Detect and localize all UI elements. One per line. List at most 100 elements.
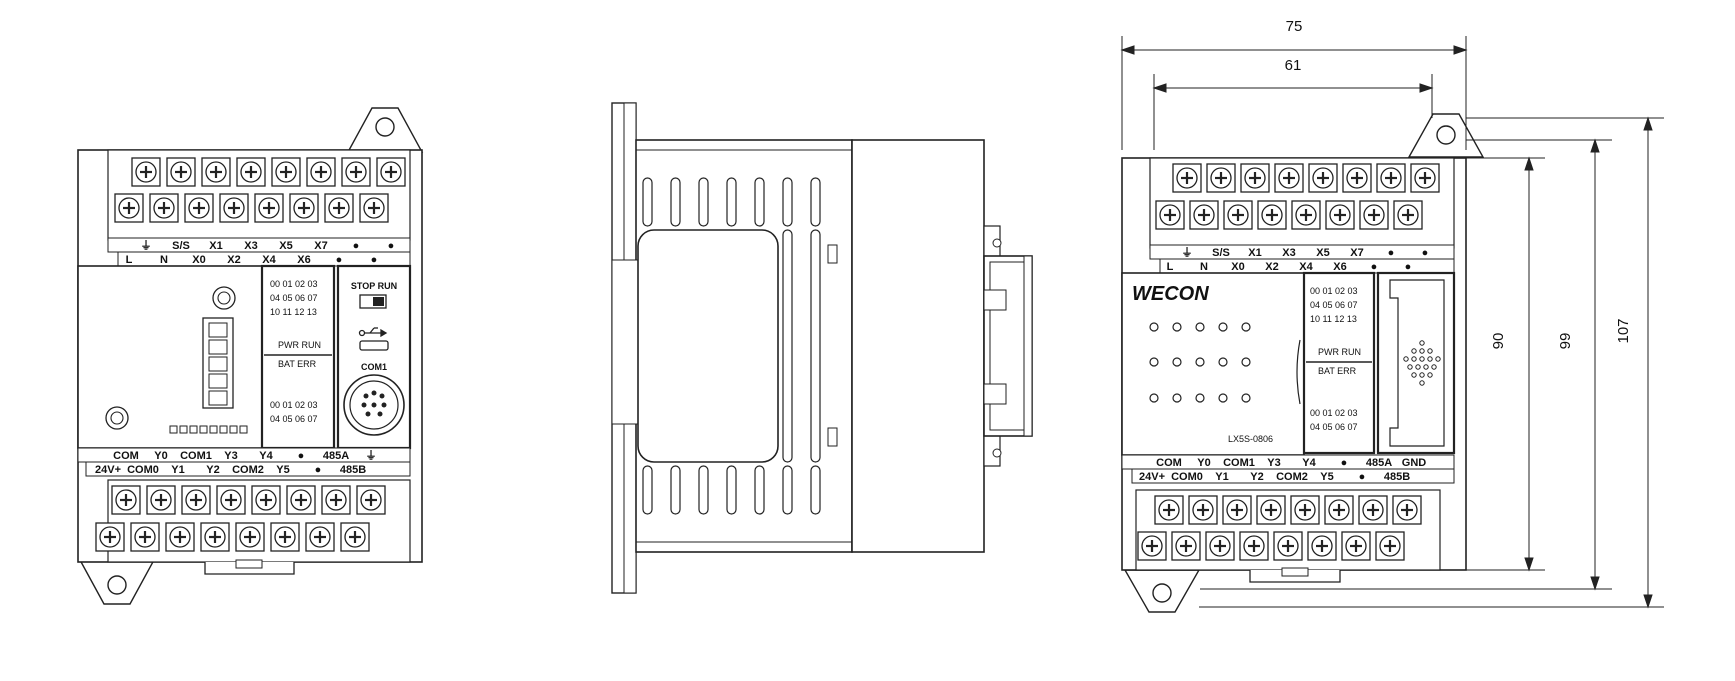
terminal-label: 485A (1366, 457, 1392, 469)
side-cover (851, 139, 985, 553)
led-output-row: 04 05 06 07 (270, 414, 318, 424)
terminal-label: ● (1359, 471, 1366, 483)
led-input-row: 10 11 12 13 (270, 307, 317, 317)
terminal-label: Y5 (276, 464, 289, 476)
top-label-row-lower: L N X0 X2 X4 X6 ● ● (126, 254, 378, 266)
led-input-row: 10 11 12 13 (1310, 314, 1357, 324)
terminal-label: Y4 (259, 450, 273, 462)
terminal-label: Y0 (154, 450, 167, 462)
led-panel (1302, 271, 1376, 455)
terminal-label: ● (353, 240, 360, 252)
front-view: ⏚ S/S X1 X3 X5 X7 ● ● L N X0 X2 X4 X6 ● … (77, 107, 424, 605)
vent-slots-long (782, 229, 821, 463)
usb-icon (358, 327, 388, 338)
terminal-label: N (160, 254, 168, 266)
terminal-label: COM0 (1171, 471, 1203, 483)
top-label-row-lower: L N X0 X2 X4 X6 ● ● (1167, 261, 1412, 273)
led-output-row: 04 05 06 07 (1310, 422, 1358, 432)
terminal-label: Y3 (1267, 457, 1280, 469)
terminal-label: Y5 (1320, 471, 1333, 483)
terminal-label: ⏚ (1182, 246, 1193, 259)
terminal-label: ● (371, 254, 378, 266)
com1-port[interactable] (343, 374, 405, 436)
bottom-label-row-upper: COM Y0 COM1 Y3 Y4 ● 485A ⏚ (113, 449, 376, 462)
brand-logo: WECON (1132, 283, 1209, 305)
terminal-label: ● (1422, 247, 1429, 259)
terminal-label: S/S (1212, 247, 1230, 259)
terminal-label: GND (1402, 457, 1427, 469)
bat-err-label: BAT ERR (278, 359, 317, 369)
terminal-label: X7 (1350, 247, 1363, 259)
dimension-label-width-outer: 75 (1286, 18, 1303, 35)
terminal-label: 24V+ (1139, 471, 1165, 483)
terminal-label: Y1 (171, 464, 184, 476)
terminal-label: L (1167, 261, 1174, 273)
pwr-run-label: PWR RUN (278, 340, 321, 350)
terminal-label: ● (298, 450, 305, 462)
terminal-label: ● (1405, 261, 1412, 273)
port-pin-grid (1403, 340, 1441, 386)
terminal-label: X4 (1299, 261, 1313, 273)
terminal-label: ● (1371, 261, 1378, 273)
terminal-label: X1 (1248, 247, 1261, 259)
usb-port[interactable] (359, 340, 389, 351)
dimension-label-height-90: 90 (1490, 333, 1507, 350)
terminal-label: X6 (297, 254, 310, 266)
terminal-label: Y2 (206, 464, 219, 476)
bat-err-label: BAT ERR (1318, 366, 1357, 376)
label-window (637, 229, 779, 463)
din-rail-clip (983, 225, 1033, 467)
terminal-label: Y0 (1197, 457, 1210, 469)
terminal-label: ● (1388, 247, 1395, 259)
terminal-label: X3 (1282, 247, 1295, 259)
terminal-label: ● (1341, 457, 1348, 469)
terminal-label: X1 (209, 240, 222, 252)
terminal-label: COM2 (1276, 471, 1308, 483)
led-input-row: 04 05 06 07 (1310, 300, 1358, 310)
terminal-label: L (126, 254, 133, 266)
terminal-label: N (1200, 261, 1208, 273)
top-label-row-upper: ⏚ S/S X1 X3 X5 X7 ● ● (141, 239, 395, 252)
terminal-label: X7 (314, 240, 327, 252)
terminal-label: 485A (323, 450, 349, 462)
indicator-holes (1149, 322, 1251, 403)
pwr-run-label: PWR RUN (1318, 347, 1361, 357)
bottom-label-row-lower: 24V+ COM0 Y1 Y2 COM2 Y5 ● 485B (1139, 471, 1410, 483)
terminal-label: ⏚ (366, 449, 377, 462)
terminal-label: X0 (1231, 261, 1244, 273)
terminal-label: 485B (1384, 471, 1410, 483)
dimension-label-width-inner: 61 (1285, 57, 1302, 74)
terminal-label: X5 (1316, 247, 1329, 259)
terminal-label: COM0 (127, 464, 159, 476)
terminal-label: X5 (279, 240, 292, 252)
model-label: LX5S-0806 (1228, 434, 1273, 444)
terminal-label: COM (113, 450, 139, 462)
terminal-label: 24V+ (95, 464, 121, 476)
led-panel (260, 264, 336, 450)
terminal-label: COM1 (180, 450, 212, 462)
top-label-row-upper: ⏚ S/S X1 X3 X5 X7 ● ● (1182, 246, 1429, 259)
terminal-label: COM (1156, 457, 1182, 469)
terminal-label: Y4 (1302, 457, 1316, 469)
terminal-label: X6 (1333, 261, 1346, 273)
terminal-label: Y1 (1215, 471, 1228, 483)
led-input-row: 00 01 02 03 (1310, 286, 1358, 296)
terminal-label: ● (388, 240, 395, 252)
com1-label: COM1 (361, 362, 387, 372)
terminal-label: X3 (244, 240, 257, 252)
bottom-label-row-lower: 24V+ COM0 Y1 Y2 COM2 Y5 ● 485B (95, 464, 366, 476)
vent-squares (169, 425, 248, 434)
dimension-label-height-107: 107 (1615, 318, 1632, 343)
dimension-label-height-99: 99 (1557, 333, 1574, 350)
dimension-lines (1120, 36, 1664, 609)
terminal-label: Y2 (1250, 471, 1263, 483)
terminal-label: X2 (227, 254, 240, 266)
dimensioned-view: ⏚ S/S X1 X3 X5 X7 ● ● L N X0 X2 X4 X6 ● … (1120, 18, 1664, 613)
led-output-row: 00 01 02 03 (1310, 408, 1358, 418)
terminal-label: X4 (262, 254, 276, 266)
terminal-label: X2 (1265, 261, 1278, 273)
led-input-row: 04 05 06 07 (270, 293, 318, 303)
terminal-label: ● (336, 254, 343, 266)
stop-run-label: STOP RUN (351, 281, 397, 291)
